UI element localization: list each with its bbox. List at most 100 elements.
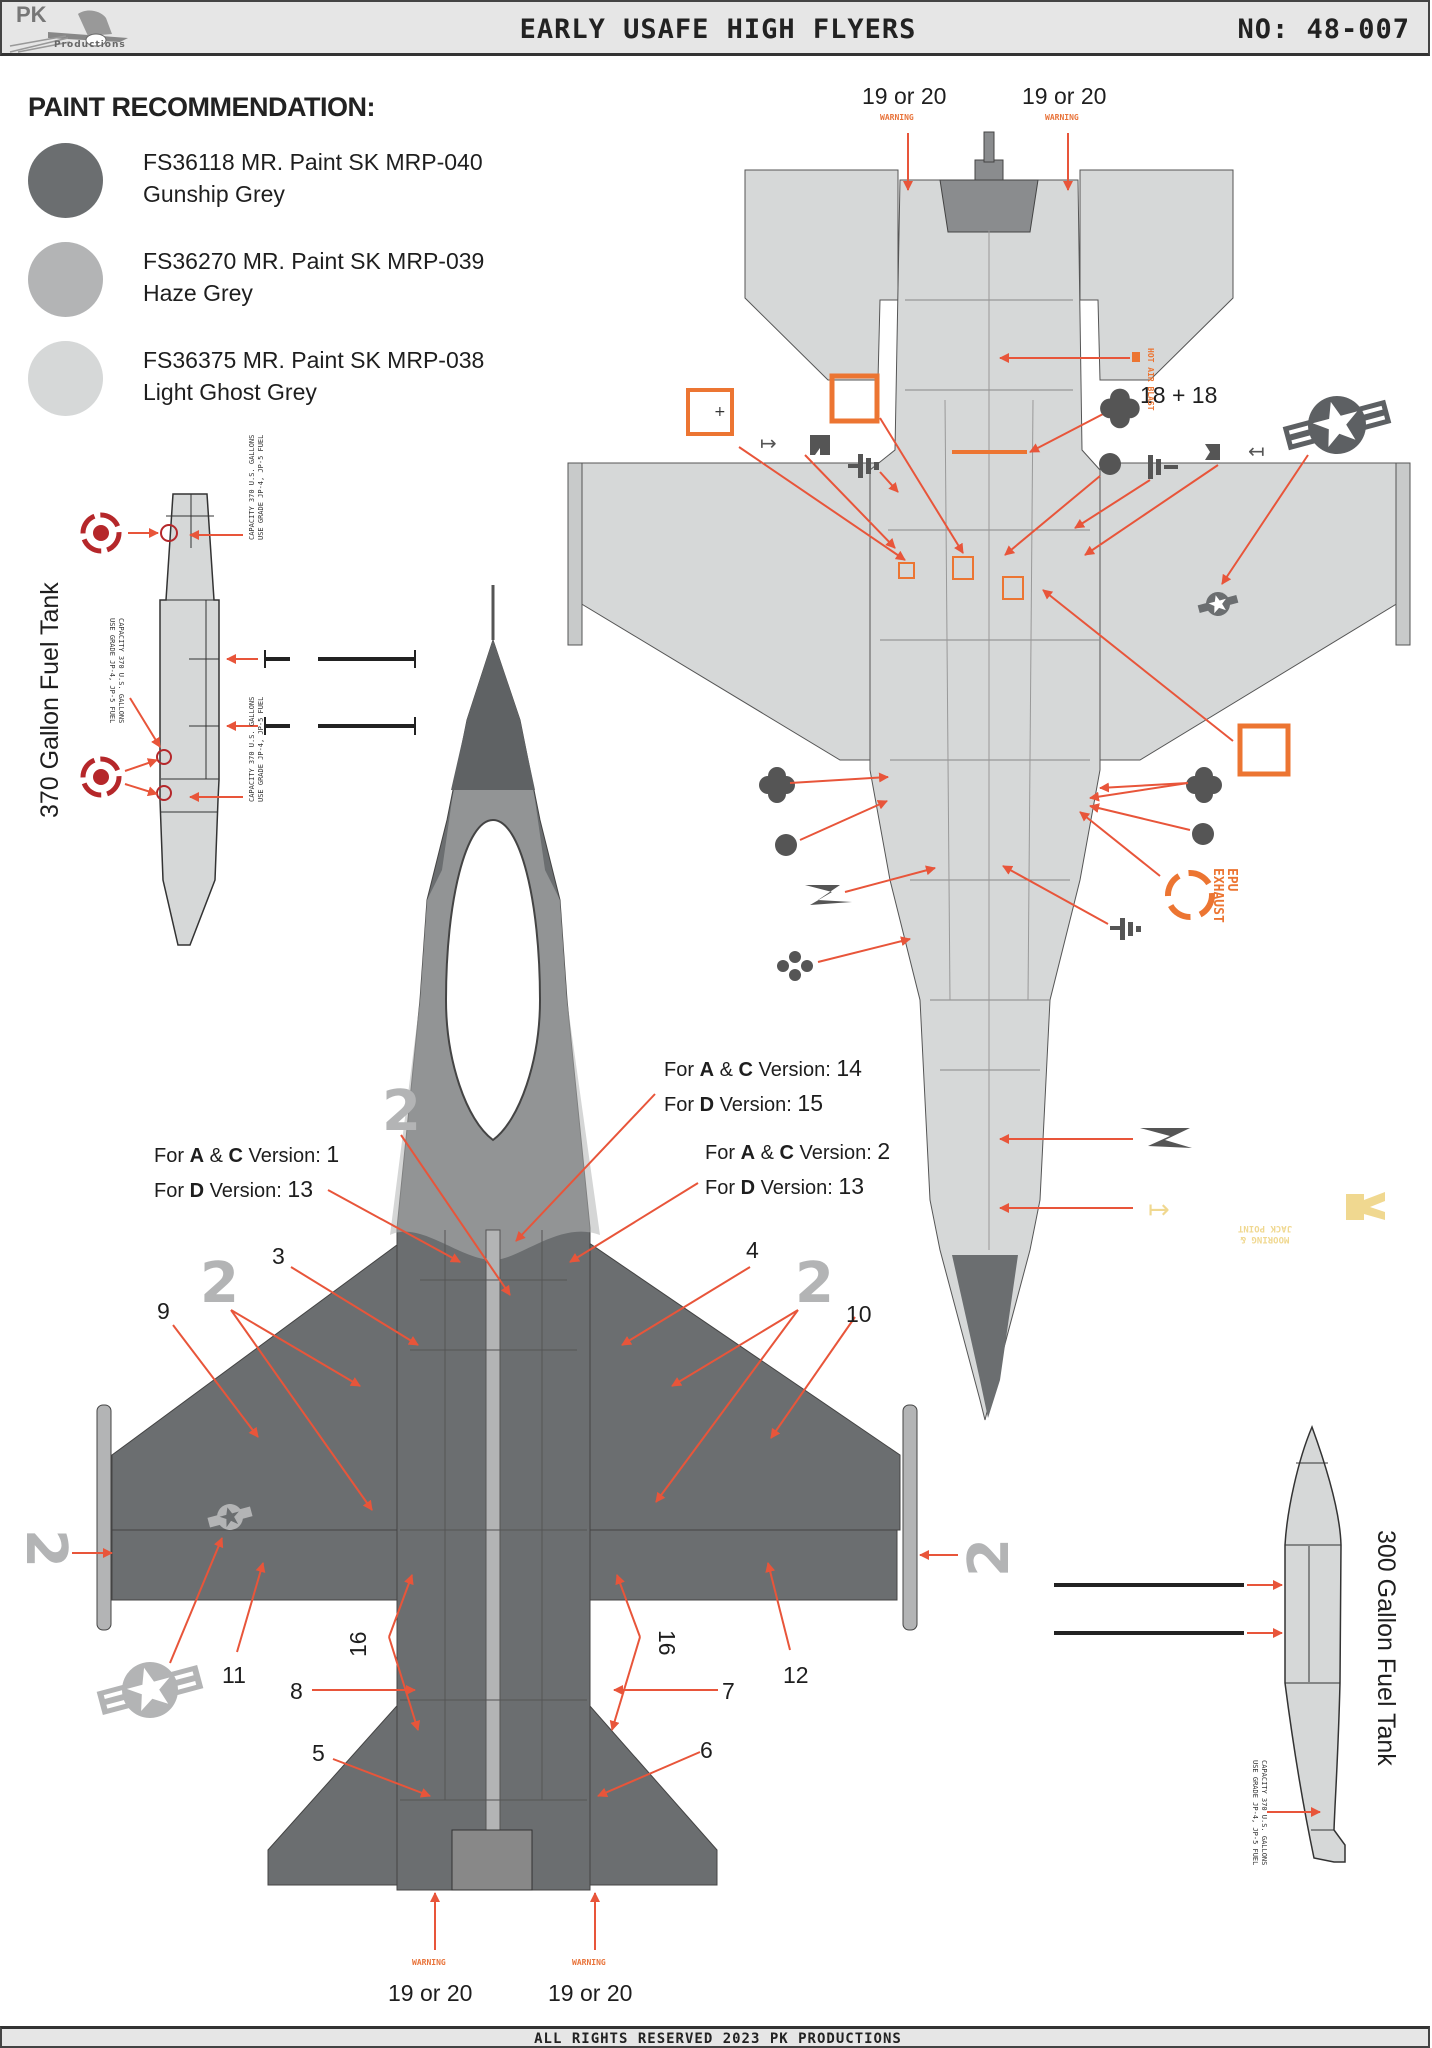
- paint-name: Light Ghost Grey: [143, 379, 317, 405]
- paint-name: Haze Grey: [143, 280, 253, 306]
- warning-decal-text: WARNING: [1045, 113, 1079, 122]
- mooring-anchor-icon: ↦: [760, 431, 777, 455]
- paint-item-3: FS36375 MR. Paint SK MRP-038 Light Ghost…: [143, 344, 484, 408]
- capacity-line: CAPACITY 370 U.S. GALLONS: [117, 618, 125, 724]
- warning-decal-text: WARNING: [572, 1958, 606, 1967]
- callout-arrow: [799, 800, 888, 841]
- capacity-stencil: CAPACITY 370 U.S. GALLONS USE GRADE JP-4…: [1250, 1760, 1268, 1865]
- swatch-light-ghost-grey: [28, 341, 103, 416]
- number-2-decal: 2: [200, 1251, 239, 1316]
- callout-arrow: [569, 1182, 699, 1263]
- paint-name: Gunship Grey: [143, 181, 285, 207]
- decal-number-7: 7: [722, 1678, 735, 1704]
- callout-arrow: [1074, 479, 1151, 529]
- callout-arrow: [655, 1309, 799, 1503]
- decal-callout-19-20: 19 or 20: [862, 83, 947, 109]
- tank-370-drawing: [159, 493, 220, 946]
- refuel-point-icon: [1099, 453, 1121, 475]
- version-label-1-13: For A & C Version: 1 For D Version: 13: [154, 1138, 339, 1208]
- callout-arrow: [172, 1324, 259, 1438]
- decal-callout-19-20: 19 or 20: [548, 1980, 633, 2006]
- fuel-cap-decal-icon: [80, 512, 122, 554]
- callout-arrow: [817, 936, 911, 963]
- callout-arrow: [124, 758, 158, 772]
- us-insignia-icon: [96, 1662, 204, 1718]
- fuel-cap-decal-icon: [80, 756, 122, 798]
- number-2-decal: 2: [382, 1079, 421, 1144]
- tank-370-title: 370 Gallon Fuel Tank: [36, 582, 64, 818]
- paint-code: FS36270 MR. Paint SK MRP-039: [143, 248, 485, 274]
- callout-arrow: [230, 1309, 373, 1511]
- callout-arrow: [844, 865, 936, 893]
- epu-exhaust-stencil: EPU EXHAUST: [1210, 868, 1239, 923]
- version-line: For A & C Version: 2: [705, 1138, 891, 1164]
- capacity-line: CAPACITY 370 U.S. GALLONS: [248, 434, 256, 540]
- callout-arrow: [327, 1189, 461, 1263]
- callout-arrow: [388, 1574, 414, 1638]
- lightning-icon: [1140, 1128, 1192, 1148]
- ground-point-icon: [1148, 455, 1178, 479]
- dots-icon: [777, 951, 813, 981]
- warning-decal-text: WARNING: [880, 113, 914, 122]
- orange-square-decal: [1237, 723, 1291, 777]
- us-insignia-icon: [1282, 396, 1392, 454]
- decal-number-11: 11: [222, 1662, 246, 1688]
- jet-logo-icon: [9, 10, 128, 53]
- callout-arrow: [1004, 475, 1101, 556]
- swatch-haze-grey: [28, 242, 103, 317]
- version-line: For D Version: 13: [705, 1173, 864, 1199]
- capacity-line: CAPACITY 370 U.S. GALLONS: [1260, 1760, 1268, 1866]
- callout-arrow: [230, 1309, 361, 1387]
- callout-arrow: [770, 1316, 856, 1439]
- version-line: For A & C Version: 14: [664, 1055, 862, 1081]
- jack-point-icon: [1346, 1192, 1385, 1220]
- lightning-icon: [805, 885, 852, 905]
- version-label-2-13: For A & C Version: 2 For D Version: 13: [705, 1135, 890, 1205]
- refuel-point-icon: [1192, 823, 1214, 845]
- version-line: For A & C Version: 1: [154, 1141, 340, 1167]
- footer-bar: ALL RIGHTS RESERVED 2023 PK PRODUCTIONS: [0, 2026, 1430, 2048]
- capacity-line: CAPACITY 370 U.S. GALLONS: [248, 696, 256, 802]
- warning-decal-text: WARNING: [412, 1958, 446, 1967]
- callout-arrow: [1089, 782, 1189, 802]
- callout-arrow: [621, 1266, 751, 1346]
- callout-arrow: [290, 1266, 419, 1346]
- capacity-line: USE GRADE JP-4, JP-5 FUEL: [1251, 1760, 1259, 1866]
- number-2-decal: 2: [957, 1538, 1022, 1577]
- decal-callout-19-20: 19 or 20: [388, 1980, 473, 2006]
- capacity-stencil: CAPACITY 370 U.S. GALLONS USE GRADE JP-4…: [248, 435, 266, 540]
- paint-item-1: FS36118 MR. Paint SK MRP-040 Gunship Gre…: [143, 146, 483, 210]
- lift-here-stripes: [264, 650, 416, 735]
- callout-arrow: [879, 417, 964, 554]
- hot-air-blast-icon: [1132, 352, 1140, 362]
- svg-text:+: +: [714, 404, 726, 420]
- paint-heading: PAINT RECOMMENDATION:: [28, 92, 375, 122]
- fuel-cap-mark-icon: [160, 524, 178, 542]
- callout-arrow: [615, 1574, 641, 1638]
- callout-arrow: [609, 1636, 641, 1731]
- version-line: For D Version: 13: [154, 1176, 313, 1202]
- decal-number-3: 3: [272, 1243, 285, 1269]
- access-panel-decal: +: [686, 388, 734, 436]
- callout-arrow: [169, 1537, 224, 1664]
- decal-number-8: 8: [290, 1678, 303, 1704]
- logo-text: PK: [16, 2, 47, 27]
- number-2-decal: 2: [795, 1251, 834, 1316]
- callout-arrow: [1079, 811, 1161, 877]
- pk-logo: PK Productions: [8, 2, 136, 54]
- callout-arrow: [1099, 782, 1189, 793]
- callout-arrow: [124, 783, 158, 797]
- capacity-line: USE GRADE JP-4, JP-5 FUEL: [257, 434, 265, 540]
- capacity-stencil: CAPACITY 370 U.S. GALLONS USE GRADE JP-4…: [248, 697, 266, 802]
- decal-number-4: 4: [746, 1237, 759, 1263]
- ground-point-icon: [848, 454, 879, 478]
- epu-exhaust-ring-icon: [1165, 870, 1215, 920]
- refuel-point-icon: [759, 767, 795, 803]
- callout-arrow: [400, 1134, 511, 1296]
- capacity-line: USE GRADE JP-4, JP-5 FUEL: [257, 696, 265, 802]
- orange-square-decal: [829, 373, 880, 424]
- version-line: For D Version: 15: [664, 1090, 823, 1116]
- logo-subtext: Productions: [54, 40, 126, 50]
- decal-callout-19-20: 19 or 20: [1022, 83, 1107, 109]
- decal-number-9: 9: [157, 1298, 170, 1324]
